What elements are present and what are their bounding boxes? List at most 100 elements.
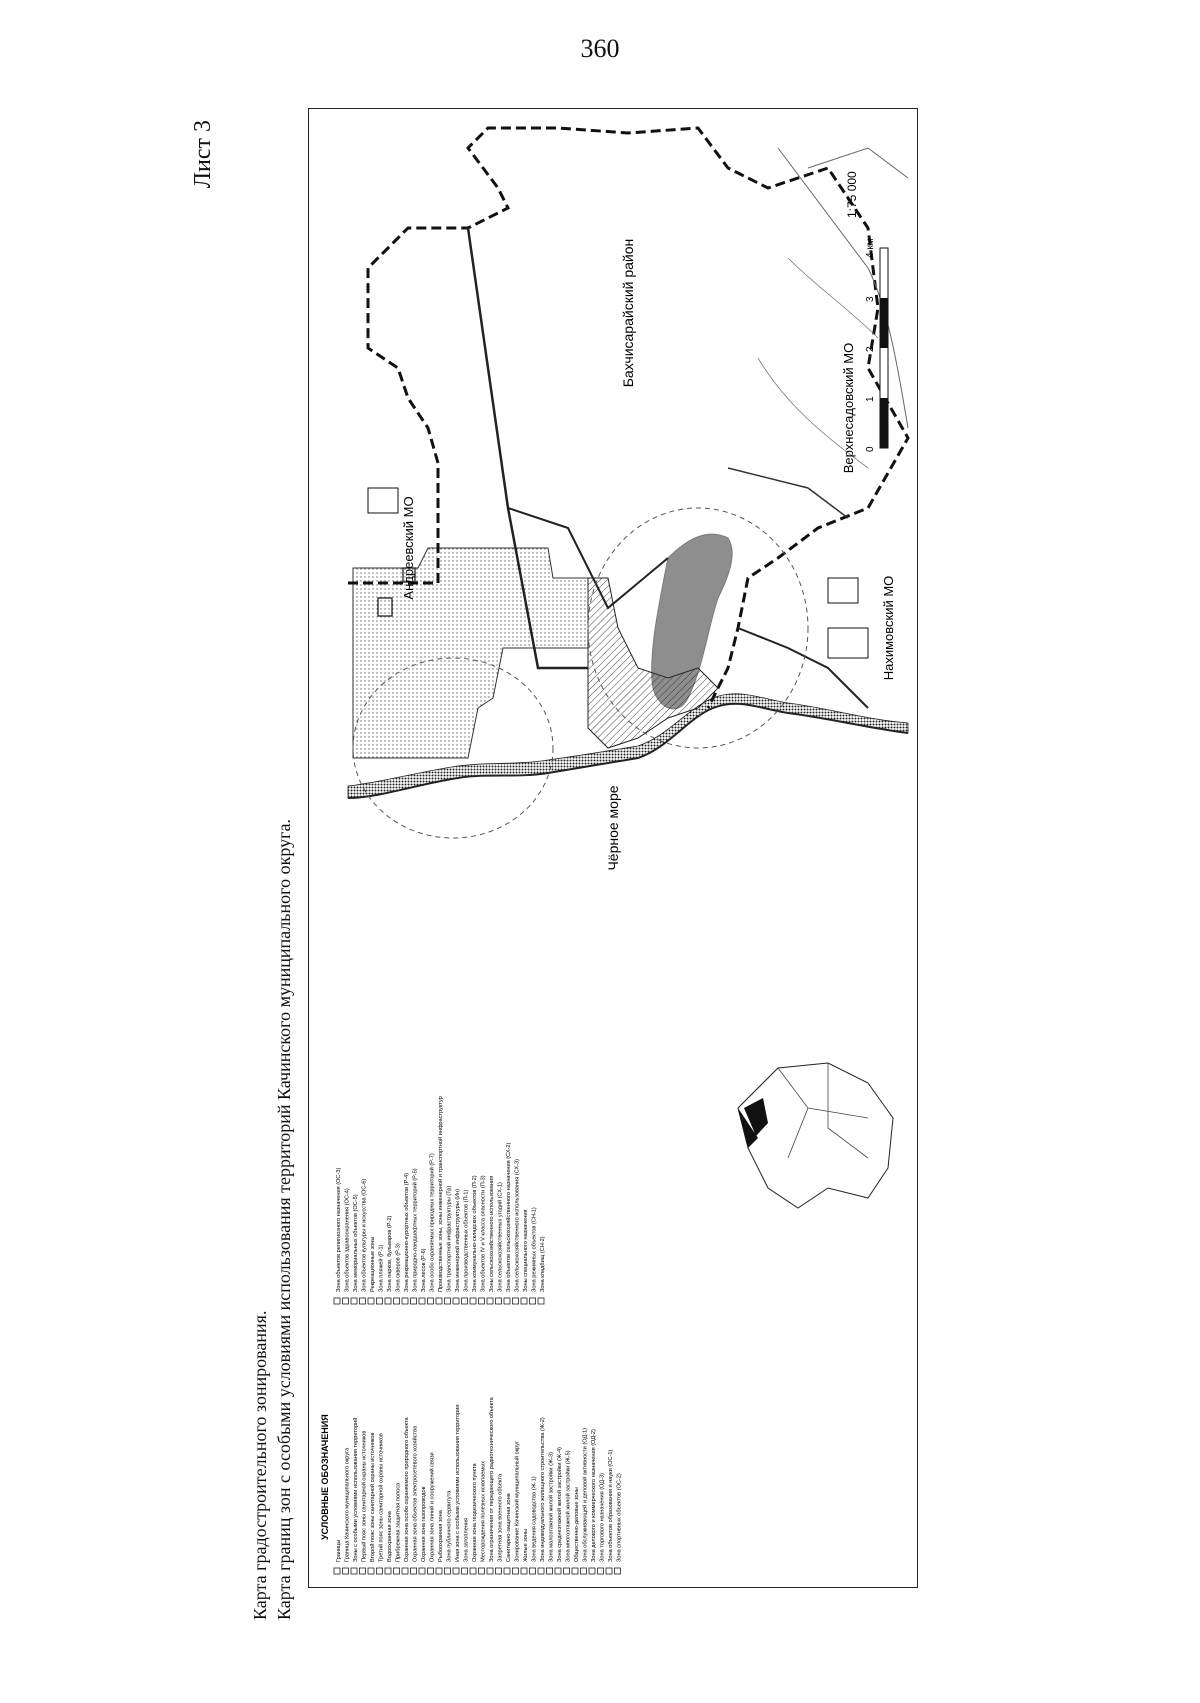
legend-col2-swatch bbox=[461, 1297, 468, 1305]
sheet-label: Лист 3 bbox=[190, 120, 216, 189]
legend-col2-swatch bbox=[376, 1297, 383, 1305]
scale-bar: 0 1 2 3 4 км 1:75 000 bbox=[845, 171, 889, 452]
legend-col1-swatch bbox=[520, 1567, 528, 1575]
legend-col2-swatch bbox=[469, 1297, 477, 1305]
legend-col1-swatch bbox=[486, 1567, 494, 1575]
legend-col2-item: Зона скверов (Р-3) bbox=[396, 1243, 402, 1292]
legend-col1-item: Зоны с особыми условиями использования т… bbox=[352, 1418, 359, 1562]
legend-col1-swatch bbox=[495, 1567, 502, 1575]
legend-col1-item: Охранная зона объектов электросетевого х… bbox=[412, 1425, 419, 1562]
legend-col1-item: Второй пояс зоны санитарной охраны источ… bbox=[369, 1433, 376, 1562]
legend-col2-item: Зоны сельскохозяйственного использования bbox=[488, 1176, 495, 1292]
legend-col1-item: Зона публичного сервитута bbox=[447, 1490, 453, 1562]
legend-col2-item: Зона производственных объектов (П-1) bbox=[464, 1189, 470, 1292]
legend-col1-item: Охранная зона геодезического пункта bbox=[472, 1463, 478, 1562]
inner-boundary-3 bbox=[737, 627, 869, 709]
inner-boundary-2 bbox=[507, 507, 669, 610]
legend-col1-item: Зона ведения садоводства (Ж-1) bbox=[532, 1476, 538, 1562]
map-canvas[interactable]: 0 1 2 3 4 км 1:75 000 Бахчисарайский рай… bbox=[308, 108, 918, 1588]
relief-line-2 bbox=[787, 257, 879, 339]
legend-col2-item: Зона особо охраняемых природных территор… bbox=[429, 1153, 436, 1292]
legend-col2-item: Зона кладбищ (СН-2) bbox=[540, 1236, 546, 1292]
legend-col1-item: Охранная зона особо охраняемого природно… bbox=[404, 1417, 410, 1562]
legend-col2-swatch bbox=[537, 1297, 545, 1305]
legend-title: УСЛОВНЫЕ ОБОЗНАЧЕНИЯ bbox=[320, 1414, 330, 1540]
legend-col1-item: Зона среднеэтажной жилой застройки (Ж-4) bbox=[556, 1447, 563, 1562]
legend-col2-swatch bbox=[444, 1297, 451, 1305]
legend-col2-item: Зона пляжей (Р-1) bbox=[378, 1244, 385, 1292]
legend-col2-item: Зона объектов культуры и искусства (ОС-6… bbox=[362, 1179, 368, 1292]
inner-boundary-4 bbox=[727, 467, 849, 519]
relief-line-1 bbox=[777, 147, 909, 429]
legend-col1-item: Зона многоэтажной жилой застройки (Ж-5) bbox=[565, 1450, 572, 1562]
legend-col1-swatch bbox=[401, 1567, 409, 1575]
map-titles: Карта градостроительного зонирования. Ка… bbox=[248, 720, 296, 1620]
legend-col1-swatch bbox=[410, 1567, 417, 1575]
legend-col1-item: Зона делового и коммерческого назначения… bbox=[591, 1429, 597, 1562]
legend-col2-swatch bbox=[435, 1297, 443, 1305]
legend-col2-item: Зона транспортной инфраструктуры (Тр) bbox=[446, 1186, 453, 1292]
legend-col1-swatch bbox=[359, 1567, 366, 1575]
legend-col2-swatch bbox=[427, 1297, 434, 1305]
legend-col2-item: Зона мемориальных объектов (ОС-5) bbox=[353, 1194, 359, 1292]
scale-tick-1: 1 bbox=[865, 396, 876, 402]
legend-col2-item: Зона лесов (Р-6) bbox=[421, 1248, 427, 1292]
legend-col2-swatch bbox=[452, 1297, 460, 1305]
legend-col1-swatch bbox=[563, 1567, 570, 1575]
legend-col1-item: Первый пояс зоны санитарной охраны источ… bbox=[361, 1431, 368, 1562]
legend-col1-item: Зона ограничения от передающего радиотех… bbox=[489, 1396, 495, 1562]
legend-col1-item: Рыбоохранная зона bbox=[438, 1509, 444, 1562]
object-rect-3 bbox=[367, 487, 399, 514]
map-frame bbox=[308, 108, 918, 1588]
scale-tick-2: 2 bbox=[865, 346, 876, 352]
label-andreevsky: Андреевский МО bbox=[401, 496, 416, 599]
legend-col2-item: Зоны специального назначения bbox=[523, 1209, 529, 1292]
legend-col2-item: Зона природно-ландшафтных территорий (Р-… bbox=[412, 1168, 419, 1292]
legend-col1-swatch bbox=[452, 1567, 460, 1575]
legend-col1-swatch bbox=[478, 1567, 485, 1575]
map-title-1: Карта градостроительного зонирования. bbox=[250, 1310, 270, 1620]
object-rect-1 bbox=[377, 597, 393, 617]
legend-col1-item: Запретная зона военного объекта bbox=[498, 1473, 504, 1562]
legend-col2-swatch bbox=[384, 1297, 392, 1305]
legend-col1-item: Зона спортивных объектов (ОС-2) bbox=[617, 1473, 623, 1562]
municipal-boundary bbox=[348, 126, 910, 709]
object-rect-4 bbox=[827, 627, 869, 659]
legend-col2-item: Зона сельскохозяйственных угодий (СХ-1) bbox=[497, 1182, 504, 1292]
legend-col1-swatch bbox=[537, 1567, 545, 1575]
legend-col2-item: Зона объектов религиозного назначения (О… bbox=[336, 1168, 342, 1292]
legend-col1-item: Водоохранная зона bbox=[387, 1510, 393, 1562]
legend-col1-swatch bbox=[554, 1567, 562, 1575]
legend-col1-swatch bbox=[376, 1567, 383, 1575]
legend-col2-swatch bbox=[495, 1297, 502, 1305]
legend-col1-swatch bbox=[512, 1567, 519, 1575]
legend-col1-swatch bbox=[503, 1567, 511, 1575]
legend-col1-swatch bbox=[435, 1567, 443, 1575]
legend-col1-swatch bbox=[580, 1567, 587, 1575]
legend-col2-swatch bbox=[520, 1297, 528, 1305]
legend-col1-item: Зона обслуживающей и деловой активности … bbox=[582, 1428, 589, 1562]
legend-col1-swatch bbox=[427, 1567, 434, 1575]
legend-col2-item: Зона режимных объектов (СН-1) bbox=[532, 1207, 538, 1292]
inset-locator-map bbox=[737, 1062, 894, 1209]
legend-col1-item: Общественно-деловые зоны bbox=[574, 1487, 580, 1562]
legend-col1-swatch bbox=[469, 1567, 477, 1575]
legend-col2-item: Зона объектов здравоохранения (ОС-4) bbox=[345, 1188, 351, 1292]
legend-col1-item: Границы bbox=[336, 1540, 342, 1562]
urban-core bbox=[651, 533, 733, 710]
label-verkhnesadovsky: Верхнесадовский МО bbox=[841, 343, 856, 473]
legend-col1-item: Граница Качинского муниципального округа bbox=[345, 1447, 351, 1562]
legend-col2-swatch bbox=[401, 1297, 409, 1305]
legend-col1-swatch bbox=[333, 1567, 341, 1575]
legend-col1-swatch bbox=[350, 1567, 358, 1575]
relief-line-4 bbox=[807, 147, 909, 179]
legend-col2-swatch bbox=[503, 1297, 511, 1305]
inner-boundary-1 bbox=[466, 227, 588, 670]
legend-col2-item: Зона объектов сельскохозяйственного назн… bbox=[505, 1142, 512, 1292]
legend-col2-item: Производственные зоны, зоны инженерной и… bbox=[437, 1096, 444, 1292]
label-sea: Чёрное море bbox=[605, 785, 621, 870]
legend-col1-item: Охранная зона газопроводов bbox=[421, 1486, 427, 1562]
legend-col2-swatch bbox=[367, 1297, 375, 1305]
legend-col1-swatch bbox=[393, 1567, 400, 1575]
legend-col1-item: Зона затопления bbox=[464, 1518, 470, 1562]
